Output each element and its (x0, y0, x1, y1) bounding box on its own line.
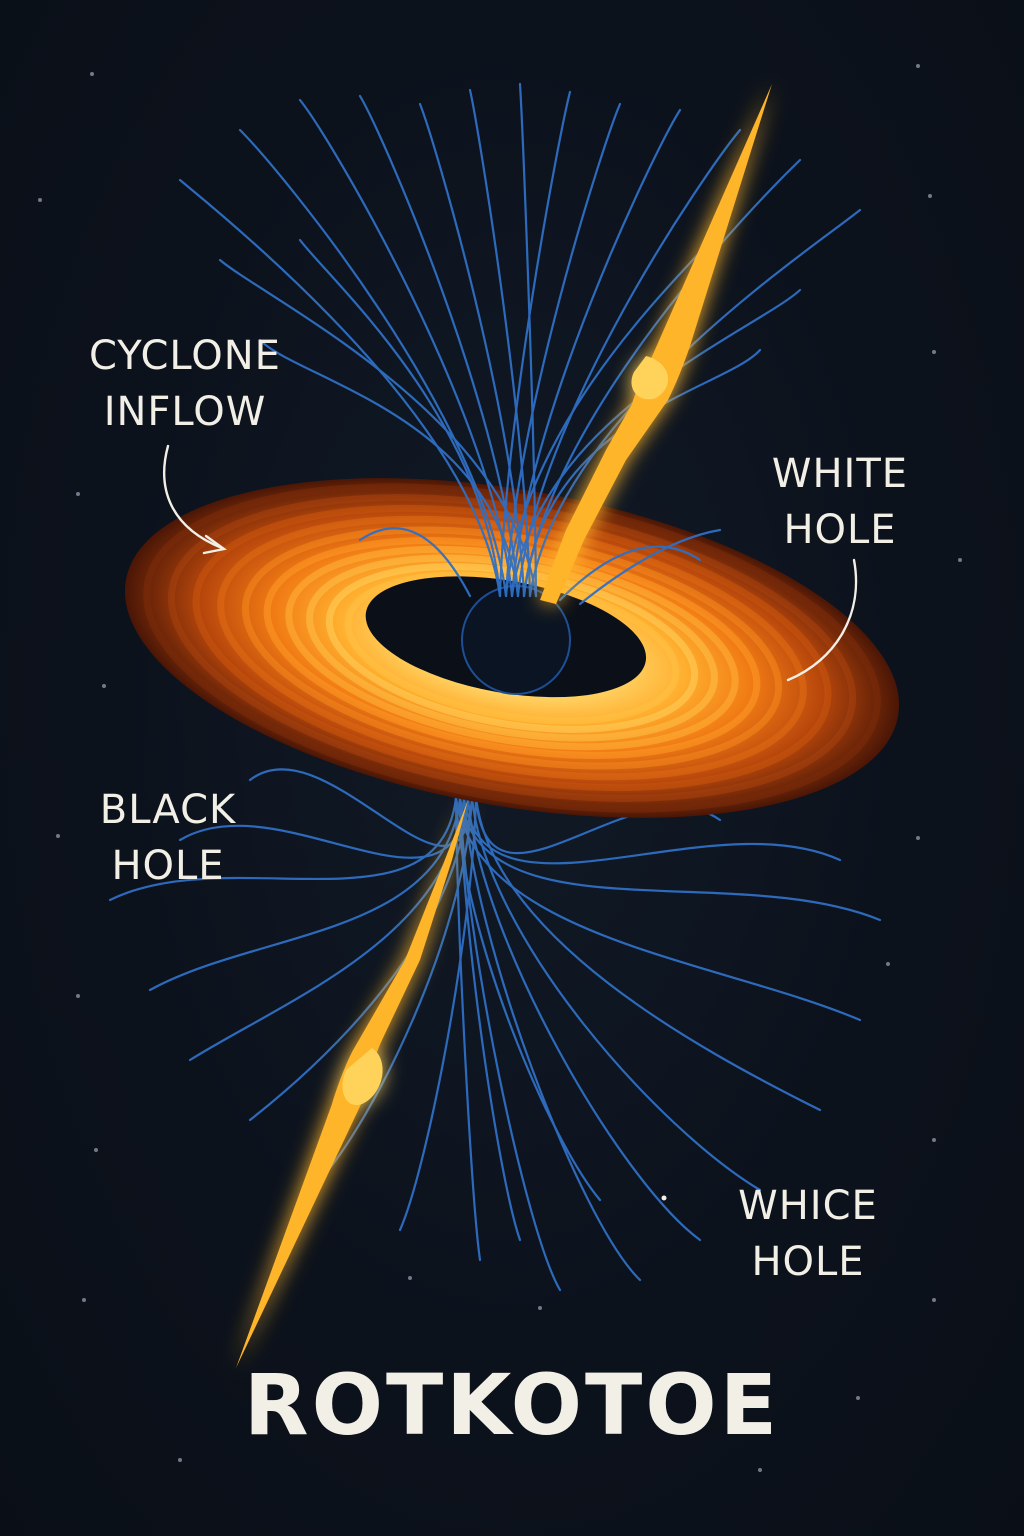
field-line (498, 90, 572, 598)
star (76, 492, 80, 496)
white-hole-pointer (786, 558, 858, 682)
field-line (458, 796, 882, 922)
field-line (258, 338, 520, 598)
star (56, 834, 60, 838)
poster-title: ROTKOTOE (243, 1356, 781, 1454)
star (758, 1468, 762, 1472)
star (102, 684, 106, 688)
star (932, 1298, 936, 1302)
star (932, 350, 936, 354)
disk-ring (263, 537, 761, 759)
star (408, 1276, 412, 1280)
field-line (578, 528, 722, 606)
upper-jet (540, 84, 772, 604)
field-line (468, 88, 532, 598)
field-line (522, 158, 802, 598)
field-line (466, 796, 702, 1242)
label-white-hole: WHITE HOLE (771, 451, 909, 553)
field-line (516, 128, 742, 598)
label-black-hole: BLACK HOLE (99, 787, 237, 889)
star (928, 194, 932, 198)
magnetic-field-lines-lower (108, 768, 882, 1292)
field-line (558, 545, 702, 602)
background-stars (38, 64, 962, 1472)
lower-jet (236, 800, 468, 1368)
cyclone-inflow-arrow (163, 444, 224, 550)
field-line (470, 796, 762, 1192)
field-line (454, 796, 482, 1262)
field-line (462, 796, 642, 1282)
magnetic-field-lines-upper (178, 82, 862, 606)
field-line (238, 128, 508, 598)
field-line (462, 796, 842, 865)
star (958, 558, 962, 562)
star (856, 1396, 860, 1400)
disk-ring (306, 554, 718, 742)
field-line (454, 796, 862, 1022)
star (90, 72, 94, 76)
label-whice-hole: WHICE HOLE (738, 1183, 878, 1285)
field-line (458, 796, 522, 1242)
star (916, 836, 920, 840)
cyclone-inflow-arrowhead (202, 534, 227, 555)
star (178, 1458, 182, 1462)
annotation-arrows (163, 444, 858, 1201)
star (94, 1148, 98, 1152)
star (82, 1298, 86, 1302)
disk-ring (241, 526, 783, 770)
star (538, 1306, 542, 1310)
star (932, 1138, 936, 1142)
star (886, 962, 890, 966)
field-line (474, 796, 822, 1112)
field-line (218, 258, 538, 598)
field-line (178, 178, 502, 598)
disk-ring (217, 515, 807, 781)
field-line (298, 238, 502, 598)
star (38, 198, 42, 202)
field-line (358, 94, 520, 598)
label-cyclone-inflow: CYCLONE INFLOW (89, 333, 281, 435)
field-line (504, 102, 622, 598)
field-line (108, 796, 458, 902)
field-line (298, 98, 514, 598)
star (76, 994, 80, 998)
field-line (418, 102, 526, 598)
field-line (358, 527, 472, 598)
disk-ring (325, 563, 699, 733)
star (916, 64, 920, 68)
